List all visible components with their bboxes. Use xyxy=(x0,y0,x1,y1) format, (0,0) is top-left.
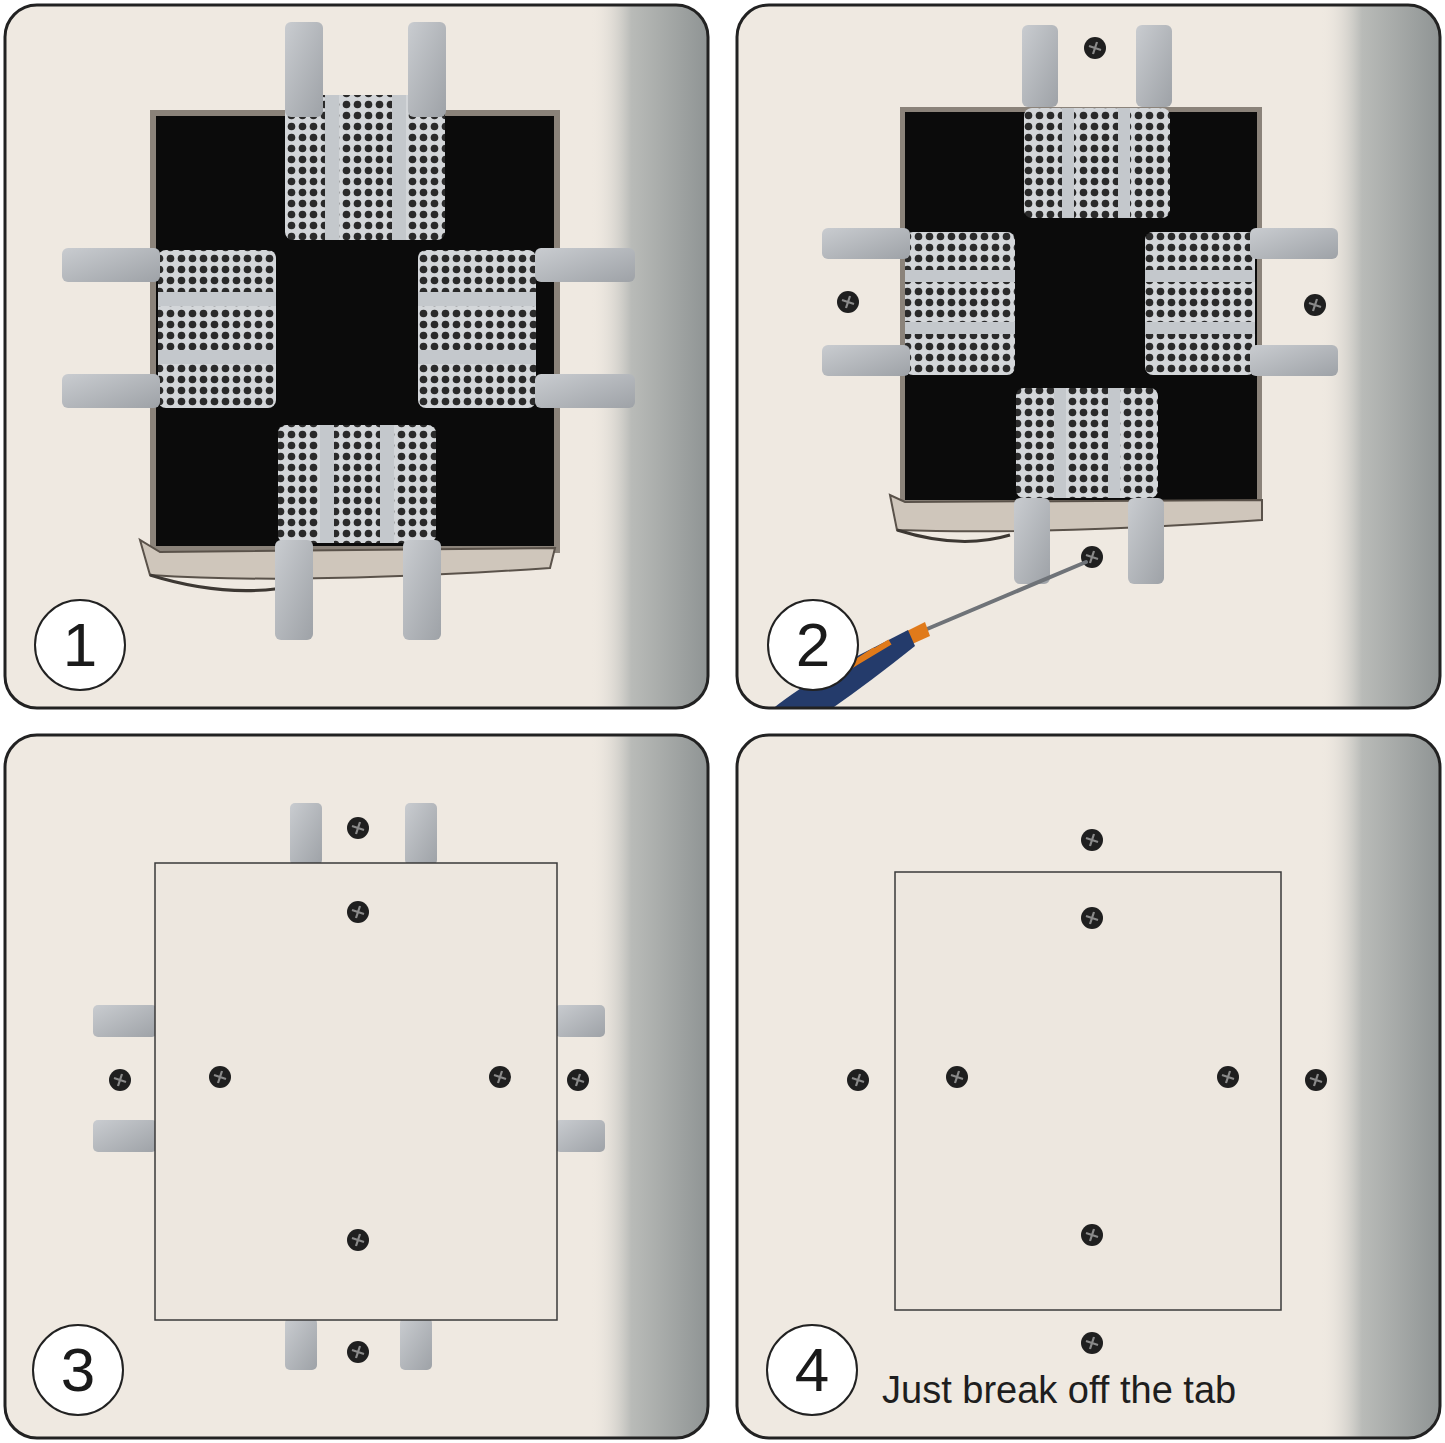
step-circle: 2 xyxy=(767,599,859,691)
step-number: 2 xyxy=(796,614,830,676)
step-number: 3 xyxy=(61,1339,95,1401)
step-number: 4 xyxy=(795,1339,829,1401)
instruction-note: Just break off the tab xyxy=(882,1370,1236,1412)
step-circle: 1 xyxy=(34,599,126,691)
step-circle: 4 xyxy=(766,1324,858,1416)
step-number: 1 xyxy=(63,614,97,676)
step-circle: 3 xyxy=(32,1324,124,1416)
